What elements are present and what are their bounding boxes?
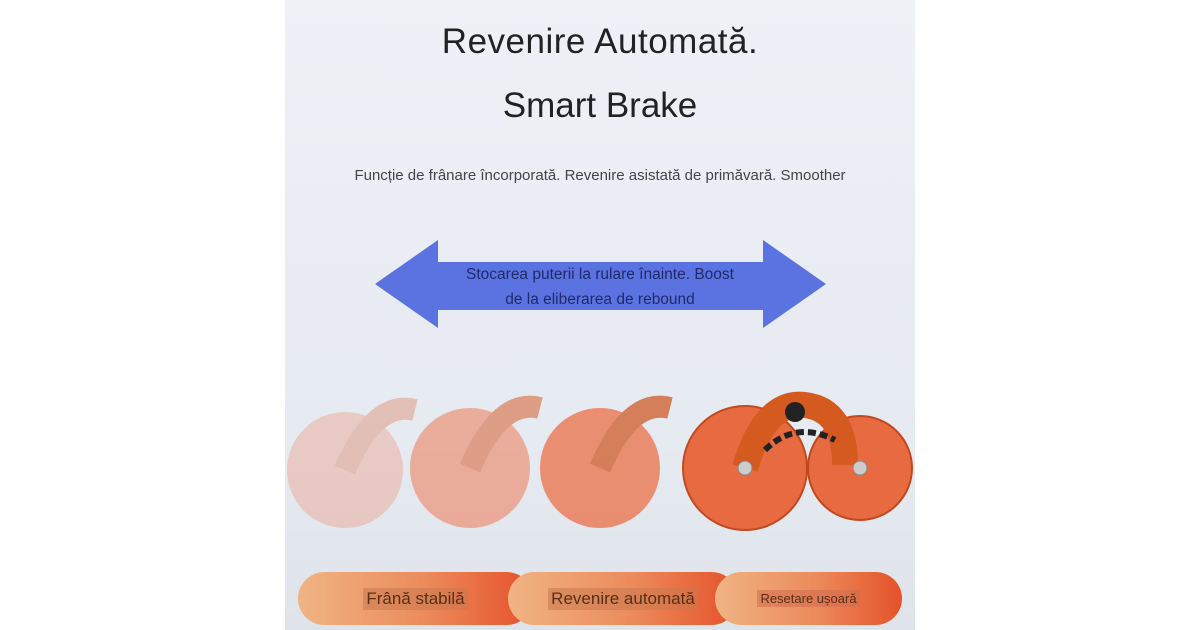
heading-line1: Revenire Automată.: [441, 22, 759, 61]
ab-roller-main: [682, 391, 913, 531]
arrow-caption-line2: de la eliberarea de rebound: [505, 291, 695, 308]
ab-roller-ghost-2: [410, 395, 543, 528]
feature-easy-reset: Resetare ușoară: [715, 572, 902, 625]
heading-line2: Smart Brake: [502, 86, 698, 125]
product-panel: Revenire Automată. Smart Brake Funcție d…: [285, 0, 915, 630]
arrow-caption: Stocarea puterii la rulare înainte. Boos…: [425, 262, 775, 312]
feature-stable-brake: Frână stabilă: [298, 572, 533, 625]
ab-roller-product-illustration: [287, 391, 913, 531]
subtitle: Funcție de frânare încorporată. Revenire…: [354, 167, 846, 184]
feature-auto-return: Revenire automată: [508, 572, 738, 625]
feature-label: Frână stabilă: [363, 587, 468, 610]
ab-roller-ghost-1: [287, 397, 418, 528]
double-arrow-icon: [375, 240, 826, 328]
feature-label: Resetare ușoară: [757, 590, 860, 607]
arrow-caption-line1: Stocarea puterii la rulare înainte. Boos…: [466, 266, 734, 283]
ab-roller-ghost-3: [540, 395, 673, 528]
feature-label: Revenire automată: [548, 587, 698, 610]
